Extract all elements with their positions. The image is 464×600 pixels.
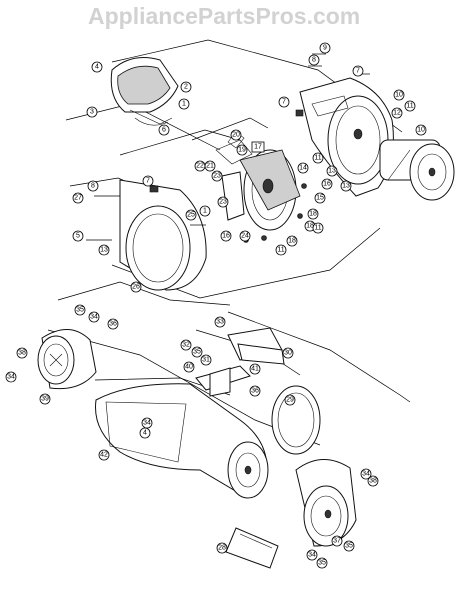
callout-38b: 38 (369, 478, 377, 485)
callout-35c: 35 (345, 543, 353, 550)
callout-6: 6 (162, 127, 166, 134)
callout-28: 28 (218, 545, 226, 552)
gasket-ring (271, 385, 321, 455)
callout-11d: 11 (277, 247, 284, 254)
callout-10b: 10 (417, 127, 425, 134)
callout-42: 42 (100, 452, 108, 459)
callout-21: 21 (206, 163, 214, 170)
callout-30: 30 (284, 350, 292, 357)
callout-13c: 13 (100, 247, 108, 254)
callout-24: 24 (241, 233, 249, 240)
callout-25: 25 (187, 212, 195, 219)
callout-13b: 13 (342, 183, 350, 190)
callout-8: 8 (312, 57, 316, 64)
callout-9: 9 (323, 45, 327, 52)
callout-36: 36 (109, 321, 117, 328)
callout-27: 27 (74, 195, 82, 202)
hardware-fasteners (86, 53, 370, 243)
callout-34b: 34 (7, 374, 15, 381)
callout-11: 11 (406, 103, 413, 110)
callout-18b: 18 (306, 223, 314, 230)
callout-23b: 23 (219, 199, 227, 206)
main-lower-housing (95, 383, 269, 499)
callout-43: 4 (143, 430, 147, 437)
wheel (379, 139, 455, 201)
callout-18: 18 (309, 211, 317, 218)
callout-5: 5 (76, 233, 80, 240)
callout-35d: 35 (318, 560, 326, 567)
callout-19: 19 (238, 147, 246, 154)
callout-16b: 16 (222, 233, 230, 240)
callout-17: 17 (254, 144, 262, 151)
callout-23: 23 (213, 173, 221, 180)
callout-13: 13 (328, 168, 336, 175)
watermark-text: AppliancePartsPros.com (88, 3, 360, 29)
callout-7: 7 (356, 68, 360, 75)
callout-37: 37 (333, 538, 341, 545)
callout-41: 41 (251, 366, 259, 373)
callout-32: 32 (182, 342, 190, 349)
motor-impeller-assembly (215, 131, 301, 231)
callout-33: 33 (216, 319, 224, 326)
callout-16: 16 (323, 181, 331, 188)
callout-35: 35 (76, 307, 84, 314)
callout-29: 29 (286, 397, 294, 404)
callout-20: 20 (232, 132, 240, 139)
callout-34: 34 (90, 314, 98, 321)
outlet-housing (295, 459, 357, 547)
callout-1: 1 (182, 101, 186, 108)
callout-26: 26 (132, 284, 140, 291)
callout-2: 2 (184, 84, 188, 91)
callout-1b: 1 (203, 208, 207, 215)
callout-39: 39 (41, 396, 49, 403)
callout-34d: 34 (362, 471, 370, 478)
callout-10: 10 (395, 92, 403, 99)
callout-40: 40 (185, 364, 193, 371)
callout-14: 14 (299, 165, 307, 172)
callout-7c: 7 (146, 178, 150, 185)
rear-blower-housing (299, 77, 394, 197)
bracket-assembly (195, 327, 285, 397)
callout-18c: 18 (288, 238, 296, 245)
base-plate (225, 527, 279, 569)
callout-11b: 11 (314, 155, 321, 162)
callout-labels: 4 2 1 3 6 9 8 7 7 10 11 12 10 17 20 19 1… (5, 42, 427, 569)
callout-34e: 34 (308, 552, 316, 559)
callout-11c: 11 (314, 225, 321, 232)
callout-38: 38 (18, 350, 26, 357)
callout-34c: 34 (143, 420, 151, 427)
callout-35b: 35 (193, 349, 201, 356)
callout-22: 22 (196, 163, 204, 170)
upper-cover-housing (110, 57, 179, 126)
callout-12: 12 (393, 110, 401, 117)
callout-31: 31 (202, 357, 210, 364)
callout-36b: 36 (251, 388, 259, 395)
callout-4: 4 (95, 64, 99, 71)
callout-7b: 7 (282, 99, 286, 106)
callout-15: 15 (316, 195, 324, 202)
callout-8b: 8 (91, 183, 95, 190)
inlet-nozzle (37, 329, 97, 390)
callout-3: 3 (90, 109, 94, 116)
front-shroud-plate (119, 179, 207, 291)
